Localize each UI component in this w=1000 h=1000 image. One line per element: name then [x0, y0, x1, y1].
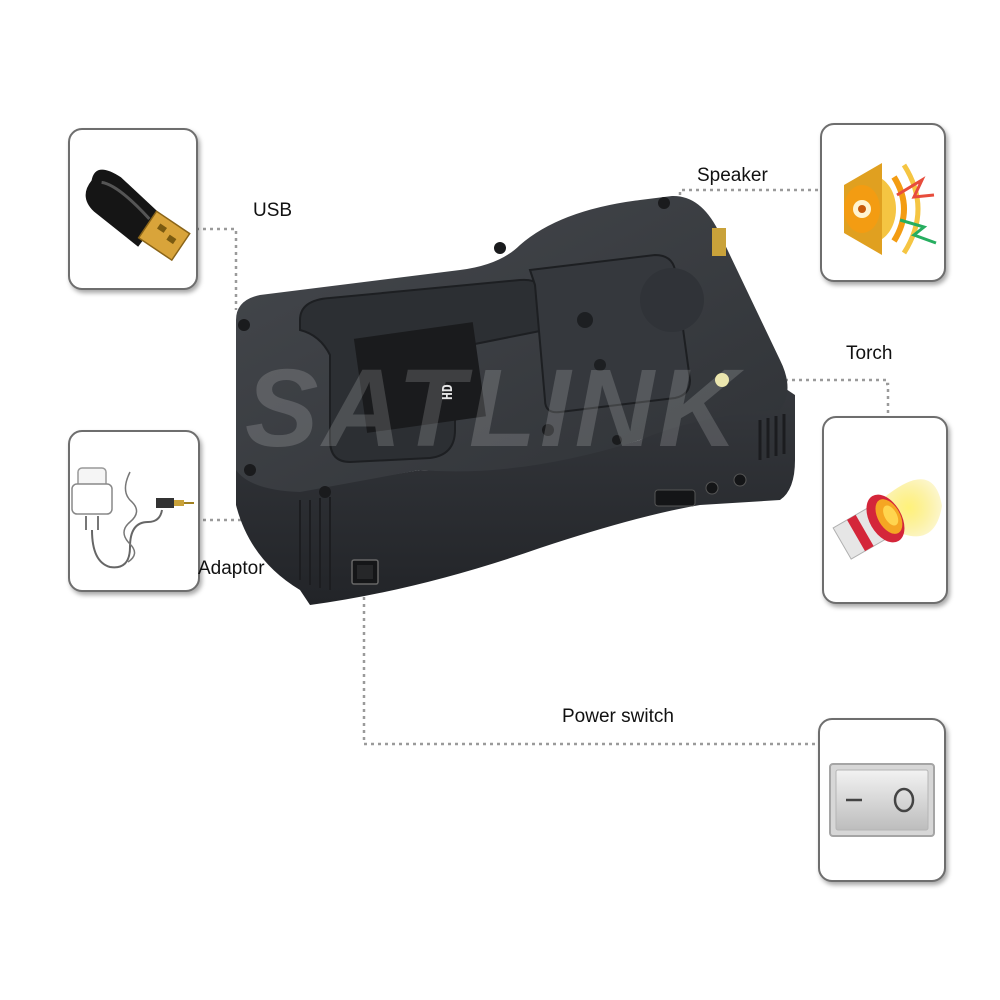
rocker-switch-icon — [829, 763, 935, 837]
power-switch-callout-box — [818, 718, 946, 882]
usb-stick-icon — [85, 169, 191, 262]
torch-callout-box — [822, 416, 948, 604]
usb-label: USB — [253, 200, 293, 221]
adaptor-callout-box — [68, 430, 200, 592]
torch-icon — [832, 479, 942, 560]
adaptor-icon — [71, 467, 194, 569]
adaptor-label: Adaptor — [198, 558, 265, 579]
torch-label: Torch — [846, 343, 893, 364]
power-switch-label: Power switch — [562, 706, 674, 727]
speaker-icon — [844, 163, 937, 255]
hd-badge: HD — [441, 384, 456, 400]
usb-callout-box — [68, 128, 198, 290]
speaker-label: Speaker — [697, 165, 768, 186]
speaker-callout-box — [820, 123, 946, 282]
